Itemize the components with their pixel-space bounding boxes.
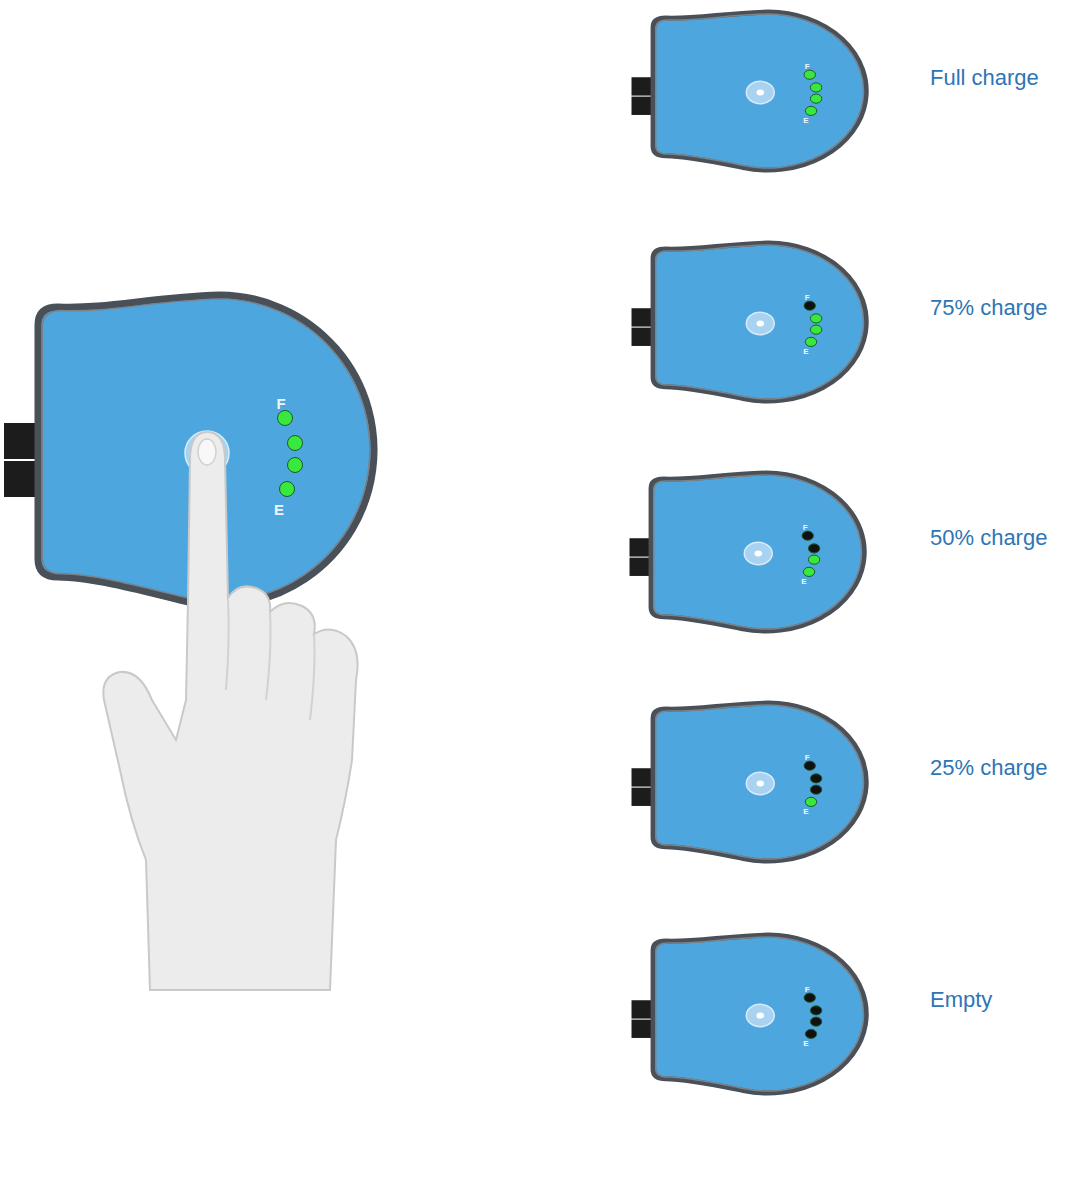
housing: [651, 473, 864, 631]
charge-label: Full charge: [930, 65, 1039, 91]
led: [808, 544, 819, 553]
led: [288, 436, 303, 451]
led: [803, 567, 814, 576]
led: [804, 301, 815, 310]
finger-crease: [226, 600, 229, 690]
device-outline: [648, 935, 870, 1093]
gauge-mark: E: [803, 117, 808, 125]
battery-device: FE: [648, 243, 870, 401]
gauge-mark: E: [803, 1040, 808, 1048]
led: [808, 555, 819, 564]
led: [805, 797, 816, 806]
battery-device: FE: [648, 12, 870, 170]
finger-crease: [266, 612, 271, 700]
device-outline: [648, 703, 870, 861]
led: [805, 106, 816, 115]
gauge-mark: F: [805, 986, 810, 994]
device-outline: [646, 473, 868, 631]
gauge-mark: E: [803, 808, 808, 816]
hand: [103, 432, 357, 990]
led: [280, 482, 295, 497]
button-dot: [756, 89, 764, 95]
led: [810, 785, 821, 794]
gauge-mark: E: [274, 502, 284, 517]
charge-label: 75% charge: [930, 295, 1047, 321]
button-dot: [756, 320, 764, 326]
led: [810, 314, 821, 323]
device-outline: [648, 12, 870, 170]
housing-edge: [656, 937, 864, 1091]
led: [804, 993, 815, 1002]
housing: [653, 703, 866, 861]
battery-device: FE: [648, 703, 870, 861]
gauge-mark: F: [805, 294, 810, 302]
gauge-mark: E: [803, 348, 808, 356]
button-dot: [756, 780, 764, 786]
housing-edge: [656, 245, 864, 399]
led: [810, 1006, 821, 1015]
battery-device: FE: [646, 473, 868, 631]
button: [746, 81, 774, 103]
gauge-mark: F: [805, 754, 810, 762]
led: [810, 774, 821, 783]
led: [810, 94, 821, 103]
housing-edge: [656, 14, 864, 168]
led: [802, 531, 813, 540]
charge-label: 25% charge: [930, 755, 1047, 781]
fingernail: [198, 439, 216, 465]
button: [744, 542, 772, 564]
led: [805, 337, 816, 346]
led: [288, 458, 303, 473]
led: [810, 325, 821, 334]
led: [804, 761, 815, 770]
button: [746, 772, 774, 794]
charge-label: 50% charge: [930, 525, 1047, 551]
housing: [653, 935, 866, 1093]
housing: [653, 243, 866, 401]
led: [810, 1017, 821, 1026]
gauge-mark: E: [801, 578, 806, 586]
button: [746, 312, 774, 334]
button-dot: [756, 1012, 764, 1018]
gauge-mark: F: [803, 524, 808, 532]
button: [746, 1004, 774, 1026]
button-dot: [754, 550, 762, 556]
led: [805, 1029, 816, 1038]
finger-crease: [310, 634, 315, 720]
housing: [653, 12, 866, 170]
led: [810, 83, 821, 92]
device-outline: [648, 243, 870, 401]
housing-edge: [656, 705, 864, 859]
housing-edge: [654, 475, 862, 629]
gauge-mark: F: [805, 63, 810, 71]
led: [278, 411, 293, 426]
charge-label: Empty: [930, 987, 992, 1013]
battery-device: FE: [648, 935, 870, 1093]
led: [804, 70, 815, 79]
gauge-mark: F: [276, 396, 285, 411]
